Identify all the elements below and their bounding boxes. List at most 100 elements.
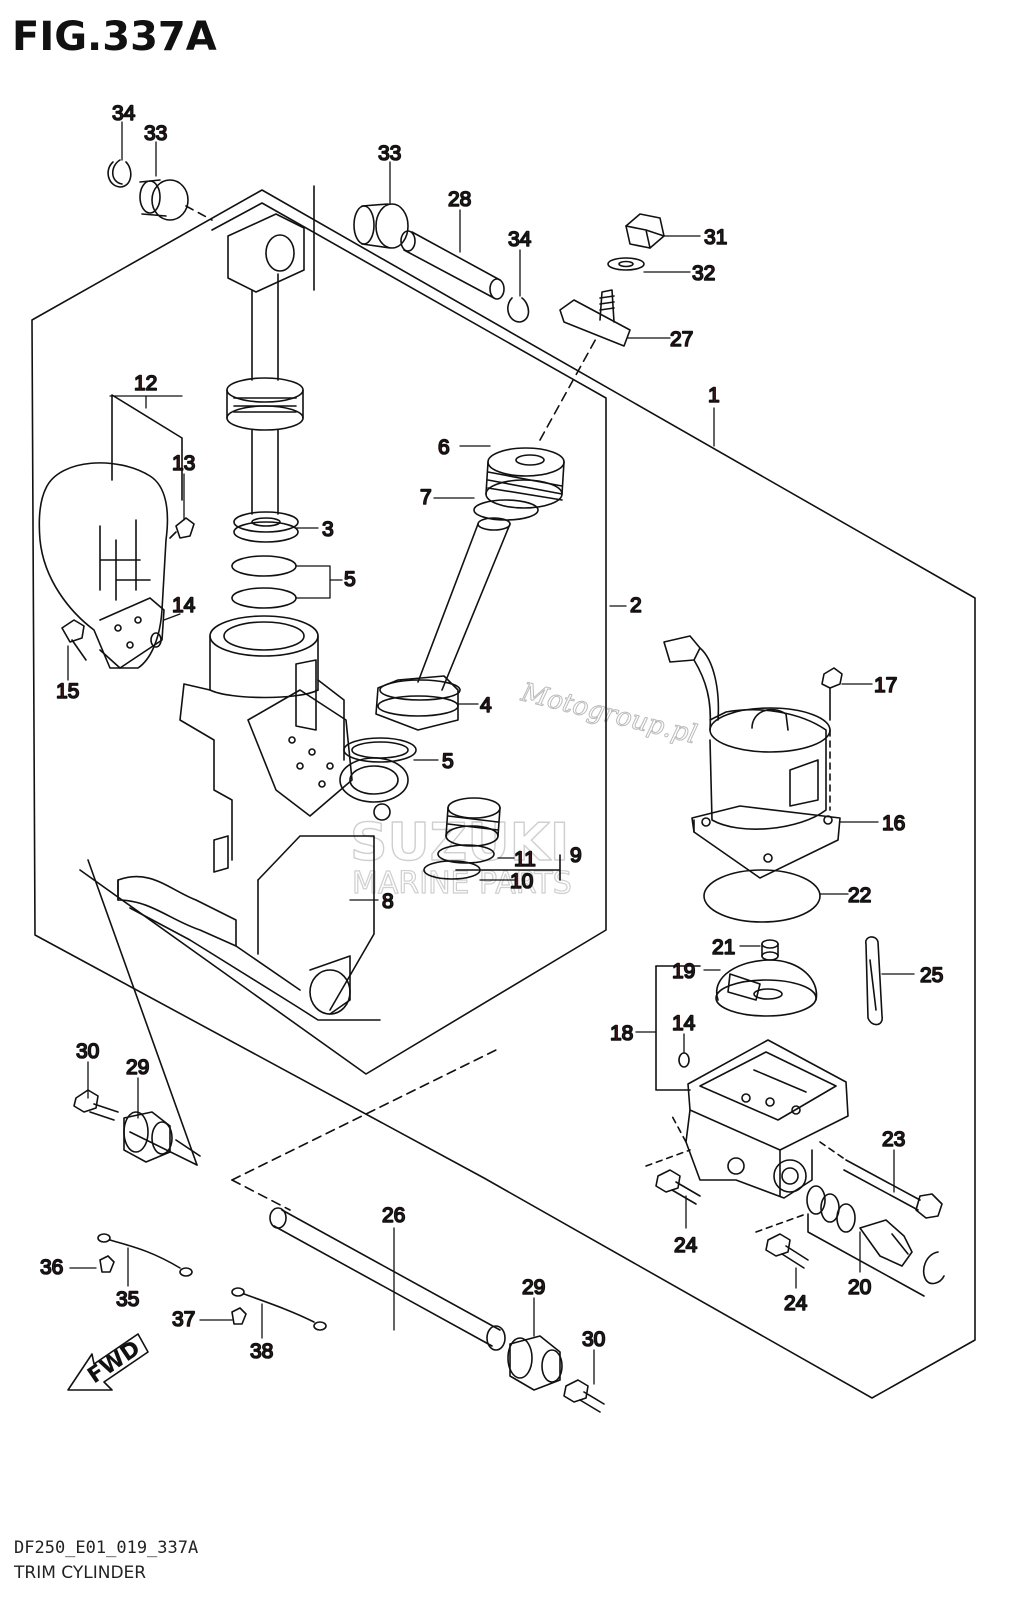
callout-23: 23: [882, 1128, 905, 1151]
part-17-screw: [821, 667, 843, 811]
bracket-9: [455, 854, 561, 881]
callout-5: 5: [442, 750, 454, 773]
part-5-orings-upper: [231, 555, 297, 609]
callout-29: 29: [522, 1276, 545, 1299]
part-29-bushing-left: [123, 1111, 201, 1163]
fwd-arrow-icon: FWD: [67, 1333, 149, 1391]
callout-34: 34: [112, 102, 136, 125]
watermark-marine: MARINE PARTS: [352, 866, 572, 901]
fwd-label: FWD: [83, 1336, 145, 1389]
callout-30: 30: [582, 1328, 605, 1351]
bracket-18: [655, 965, 691, 1091]
callout-38: 38: [250, 1340, 273, 1363]
callout-1: 1: [708, 384, 720, 407]
callout-31: 31: [704, 226, 727, 249]
callout-14: 14: [172, 594, 196, 617]
assembly-boundary: [31, 185, 976, 1399]
part-34-clip-top: [107, 159, 132, 188]
part-14-oring-left: [150, 632, 162, 648]
callout-12: 12: [134, 372, 157, 395]
callout-26: 26: [382, 1204, 405, 1227]
part-3-seal: [233, 511, 299, 543]
callout-24: 24: [784, 1292, 808, 1315]
callout-33: 33: [378, 142, 401, 165]
callout-15: 15: [56, 680, 79, 703]
callout-20: 20: [848, 1276, 871, 1299]
callout-21: 21: [712, 936, 735, 959]
callout-28: 28: [448, 188, 471, 211]
part-36-screw: [99, 1255, 115, 1273]
callout-33: 33: [144, 122, 167, 145]
part-26-shaft: [231, 1049, 506, 1351]
callout-3: 3: [322, 518, 334, 541]
part-28-pin: [400, 230, 505, 300]
part-22-oring: [703, 869, 821, 923]
part-5-oring-lower: [343, 737, 417, 763]
callout-22: 22: [848, 884, 871, 907]
callout-8: 8: [382, 890, 394, 913]
leader-lines: [67, 121, 915, 1385]
part-32-washer: [607, 257, 645, 271]
callout-17: 17: [874, 674, 897, 697]
callout-4: 4: [480, 694, 492, 717]
callout-6: 6: [438, 436, 450, 459]
part-34-clip-center: [507, 297, 530, 323]
callout-36: 36: [40, 1256, 63, 1279]
callout-37: 37: [172, 1308, 195, 1331]
part-24-bolt-a: [645, 1149, 701, 1205]
callout-16: 16: [882, 812, 905, 835]
part-25-clip: [865, 936, 883, 1026]
callout-27: 27: [670, 328, 693, 351]
part-27-valve: [559, 289, 631, 347]
part-37-screw: [231, 1307, 247, 1325]
part-piston-rod: [226, 213, 305, 515]
callout-24: 24: [674, 1234, 698, 1257]
callout-29: 29: [126, 1056, 149, 1079]
callout-labels: 34 33 33 28 34 31 32 27 1 12 13 6 7 3 5 …: [39, 101, 944, 1364]
callout-19: 19: [672, 960, 695, 983]
part-13-screw: [169, 517, 195, 539]
part-14-oring-right: [678, 1052, 690, 1068]
part-8-cylinder-body: [117, 615, 409, 1021]
part-30-bolt-bottom: [563, 1379, 605, 1413]
callout-10: 10: [510, 870, 533, 893]
part-23-bolt: [819, 1141, 943, 1219]
callout-35: 35: [116, 1288, 139, 1311]
callout-9: 9: [570, 844, 582, 867]
figure-caption: TRIM CYLINDER: [14, 1563, 147, 1583]
callout-5: 5: [344, 568, 356, 591]
watermark-motogroup: Motogroup.pl: [517, 677, 700, 750]
callout-32: 32: [692, 262, 715, 285]
callout-2: 2: [630, 594, 642, 617]
part-12-cover: [38, 394, 183, 669]
callout-14: 14: [672, 1012, 696, 1035]
part-38-wire-lead: [231, 1287, 327, 1331]
part-15-bolt: [61, 619, 87, 661]
figure-code: DF250_E01_019_337A: [14, 1538, 199, 1558]
callout-7: 7: [420, 486, 432, 509]
figure-title: FIG.337A: [12, 14, 217, 60]
part-24-bolt-b: [755, 1213, 809, 1269]
part-21-plug: [761, 939, 779, 961]
part-20-valve-set: [806, 1185, 945, 1297]
callout-13: 13: [172, 452, 195, 475]
callout-25: 25: [920, 964, 943, 987]
part-4-tube: [375, 517, 511, 731]
watermark-brand: SUZUKI: [350, 813, 569, 873]
part-30-bolt-left: [73, 1089, 119, 1121]
part-19-spool: [715, 959, 818, 1017]
callout-34: 34: [508, 228, 532, 251]
part-18-manifold: [671, 1039, 849, 1199]
part-16-motor: [663, 635, 841, 879]
part-29-bushing-bottom: [507, 1335, 563, 1391]
callout-18: 18: [610, 1022, 633, 1045]
callout-30: 30: [76, 1040, 99, 1063]
part-7-oring: [473, 499, 539, 521]
part-6-plug: [485, 447, 565, 509]
part-35-wire-lead: [97, 1233, 193, 1277]
part-33-bushing-left: [139, 179, 213, 221]
part-11-plug: [445, 797, 501, 847]
part-31-nut: [625, 213, 665, 249]
part-33-bushing-center: [353, 203, 409, 249]
